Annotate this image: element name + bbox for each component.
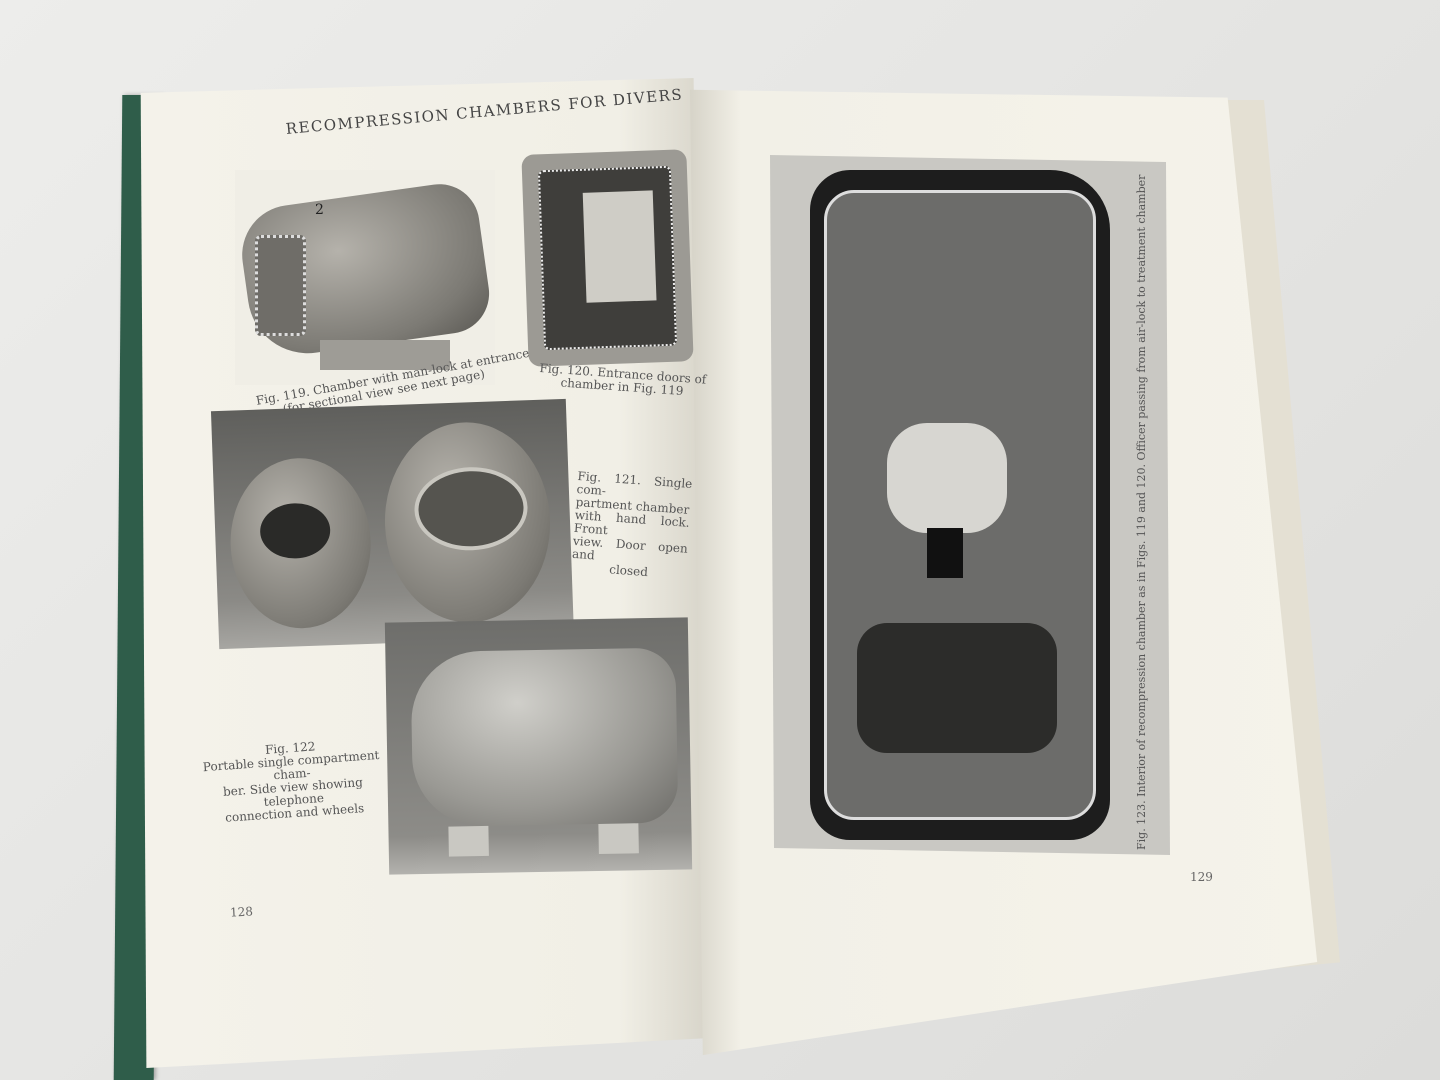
chamber-cutaway — [810, 170, 1110, 840]
fig123-caption: Fig. 123. Interior of recompression cham… — [1135, 174, 1148, 850]
fig119-photo: 2 — [235, 170, 495, 385]
page-number-right: 129 — [1190, 870, 1213, 884]
fig122-caption: Fig. 122 Portable single compartment cha… — [198, 736, 388, 827]
fig122-photo — [384, 617, 693, 875]
fig121-photo — [210, 398, 575, 650]
fig119-label: 2 — [315, 202, 324, 218]
fig120-photo — [521, 149, 694, 367]
page-number-left: 128 — [229, 904, 254, 920]
fig121-caption: Fig. 121. Single com- partment chamber w… — [571, 469, 693, 582]
fig123-illustration — [770, 155, 1170, 855]
